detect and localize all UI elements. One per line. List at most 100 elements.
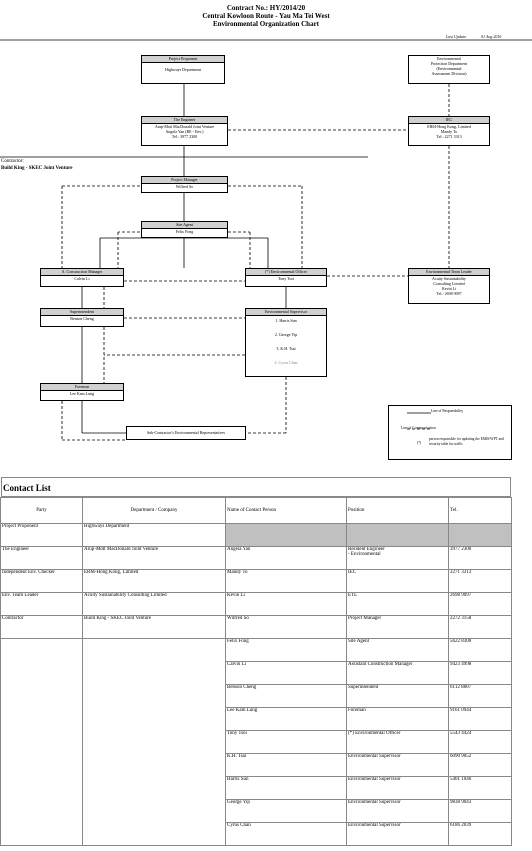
cell-position: IEC bbox=[346, 569, 449, 593]
project-name: Central Kowloon Route - Yau Ma Tei West bbox=[202, 12, 330, 20]
engineer-box: The Engineer Arup-Mott MacDonald Joint V… bbox=[141, 116, 228, 146]
cell-position: Environmental Supervisor bbox=[346, 822, 449, 846]
etl-company-1: Acuity Sustainability bbox=[432, 276, 466, 281]
cell-position-text: Foreman bbox=[348, 708, 366, 714]
acm-name: Calvin Li bbox=[74, 276, 90, 281]
legend-note-text: person responsible for updating the EMIS… bbox=[429, 437, 504, 446]
cell-name-text: Harris Sun bbox=[227, 777, 249, 783]
cell-name: Harris Sun bbox=[225, 776, 347, 800]
cell-position: Site Agent bbox=[346, 638, 449, 662]
cell-position-text: ETL bbox=[348, 593, 358, 599]
cell-position: Environmental Supervisor bbox=[346, 776, 449, 800]
cell-name: Angela Yan bbox=[225, 546, 347, 570]
cell-party: Independent Env. Checker bbox=[0, 569, 83, 593]
cell-name: Mandy To bbox=[225, 569, 347, 593]
cell-tel-text: 9423 4998 bbox=[450, 662, 472, 668]
env-supervisor-2: 2. George Yip bbox=[274, 332, 298, 337]
project-manager-title: Project Manager bbox=[142, 177, 227, 184]
legend-responsibility: Line of Responsibility bbox=[431, 409, 464, 413]
cell-position: Project Manager bbox=[346, 615, 449, 639]
etl-company-2: Consulting Limited bbox=[433, 281, 465, 286]
eo-name: Tony Tsoi bbox=[278, 276, 294, 281]
header-tel: Tel. bbox=[448, 497, 512, 524]
cell-party-text: The Engineer bbox=[2, 547, 30, 553]
cell-tel bbox=[448, 523, 512, 547]
site-agent-box: Site Agent Felix Fong bbox=[141, 221, 228, 238]
cell-position: Environmental Supervisor bbox=[346, 753, 449, 777]
cell-position-text: Environmental Supervisor bbox=[348, 823, 401, 829]
foreman-box: Foreman Lee Kam Lung bbox=[40, 383, 124, 401]
cell-name-text: Felix Fong bbox=[227, 639, 249, 645]
site-agent-title: Site Agent bbox=[142, 222, 227, 229]
iec-contact: Mandy To bbox=[440, 129, 458, 134]
cell-position: Assistant Construction Manager bbox=[346, 661, 449, 685]
cell-tel: 3977 2300 bbox=[448, 546, 512, 570]
cell-position-text: IEC bbox=[348, 570, 357, 576]
table-row: The Engineer Arup-Mott MacDonald Joint Ve… bbox=[0, 546, 512, 570]
cell-company: Build King - SKEC Joint Venture bbox=[82, 615, 226, 639]
superintendent-title: Superintendent bbox=[41, 309, 123, 316]
etl-tel: Tel.: 2698 9097 bbox=[436, 291, 462, 296]
project-proponent-name: Highways Department bbox=[164, 67, 202, 72]
cell-name-text: Wilfred So bbox=[227, 616, 249, 622]
superintendent-name: Benson Cheng bbox=[70, 316, 94, 321]
cell-tel: 9423 4998 bbox=[448, 661, 512, 685]
etl-contact: Kevin Li bbox=[441, 286, 457, 291]
cell-tel-text: 9838 9043 bbox=[450, 800, 472, 806]
project-manager-box: Project Manager Wilfred So bbox=[141, 176, 228, 193]
cell-position-text: (*) Environmental Officer bbox=[348, 731, 401, 737]
env-supervisor-title: Environmental Supervisor bbox=[246, 309, 326, 316]
cell-party-text: Env. Team Leader bbox=[2, 593, 39, 599]
subcontractor-title: Sub-Contractor's Environmental Represent… bbox=[146, 430, 226, 435]
cell-tel-text: 6090 9052 bbox=[450, 754, 472, 760]
cell-name-text: Calvin Li bbox=[227, 662, 247, 668]
cell-tel: 2272 3158 bbox=[448, 615, 512, 639]
cell-name bbox=[225, 523, 347, 547]
cell-party: Env. Team Leader bbox=[0, 592, 83, 616]
contact-list-title: Contact List bbox=[1, 477, 511, 497]
cell-name-text: George Yip bbox=[227, 800, 250, 806]
cell-name: Felix Fong bbox=[225, 638, 347, 662]
cell-name: K.H. Tsai bbox=[225, 753, 347, 777]
engineer-title: The Engineer bbox=[142, 117, 227, 124]
eo-box: (*) Environmental Officer Tony Tsoi bbox=[245, 268, 327, 287]
contact-list-table: Party Department / Company Name of Conta… bbox=[0, 497, 512, 846]
cell-name: Benson Cheng bbox=[225, 684, 347, 708]
cell-tel: 6090 9052 bbox=[448, 753, 512, 777]
last-update-label: Last Update: bbox=[446, 34, 467, 39]
foreman-title: Foreman bbox=[41, 384, 123, 391]
cell-position: Superintendent bbox=[346, 684, 449, 708]
cell-position-text: Superintendent bbox=[348, 685, 379, 691]
contract-number: Contract No.: HY/2014/20 bbox=[226, 4, 306, 12]
cell-tel-text: 6186 2039 bbox=[450, 823, 472, 829]
cell-company-text: ERM-Hong Kong, Limited bbox=[84, 570, 139, 576]
cell-party bbox=[0, 638, 83, 846]
cell-position-text: Environmental Supervisor bbox=[348, 800, 401, 806]
cell-company: Arup-Mott MacDonald Joint Venture bbox=[82, 546, 226, 570]
epd-line-2: Protection Department bbox=[430, 61, 468, 66]
project-manager-name: Wilfred So bbox=[175, 184, 194, 189]
cell-tel-text: 3977 2300 bbox=[450, 547, 472, 553]
cell-tel-text: 5401 1046 bbox=[450, 777, 472, 783]
header-position: Position bbox=[346, 497, 449, 524]
env-supervisor-4: 4. Cyrus Chan bbox=[274, 360, 298, 365]
cell-position-line2: - Environmental bbox=[348, 552, 381, 557]
epd-line-3: (Environmental bbox=[436, 66, 462, 71]
cell-name: Tony Tsoi bbox=[225, 730, 347, 754]
header-party: Party bbox=[0, 497, 83, 524]
cell-party-text: Contractor bbox=[2, 616, 24, 622]
cell-name: Wilfred So bbox=[225, 615, 347, 639]
subcontractor-box: Sub-Contractor's Environmental Represent… bbox=[126, 426, 246, 440]
cell-name-text: Benson Cheng bbox=[227, 685, 257, 691]
cell-tel: 2271 3313 bbox=[448, 569, 512, 593]
table-row: Independent Env. Checker ERM-Hong Kong, L… bbox=[0, 569, 512, 593]
cell-party-text: Independent Env. Checker bbox=[2, 570, 55, 576]
engineer-tel: Tel.: 3977 2300 bbox=[171, 134, 198, 139]
cell-tel: 9838 9043 bbox=[448, 799, 512, 823]
cell-position: (*) Environmental Officer bbox=[346, 730, 449, 754]
cell-party-text: Project Proponent bbox=[2, 524, 38, 530]
legend-communication: Line of Communication bbox=[401, 426, 436, 430]
